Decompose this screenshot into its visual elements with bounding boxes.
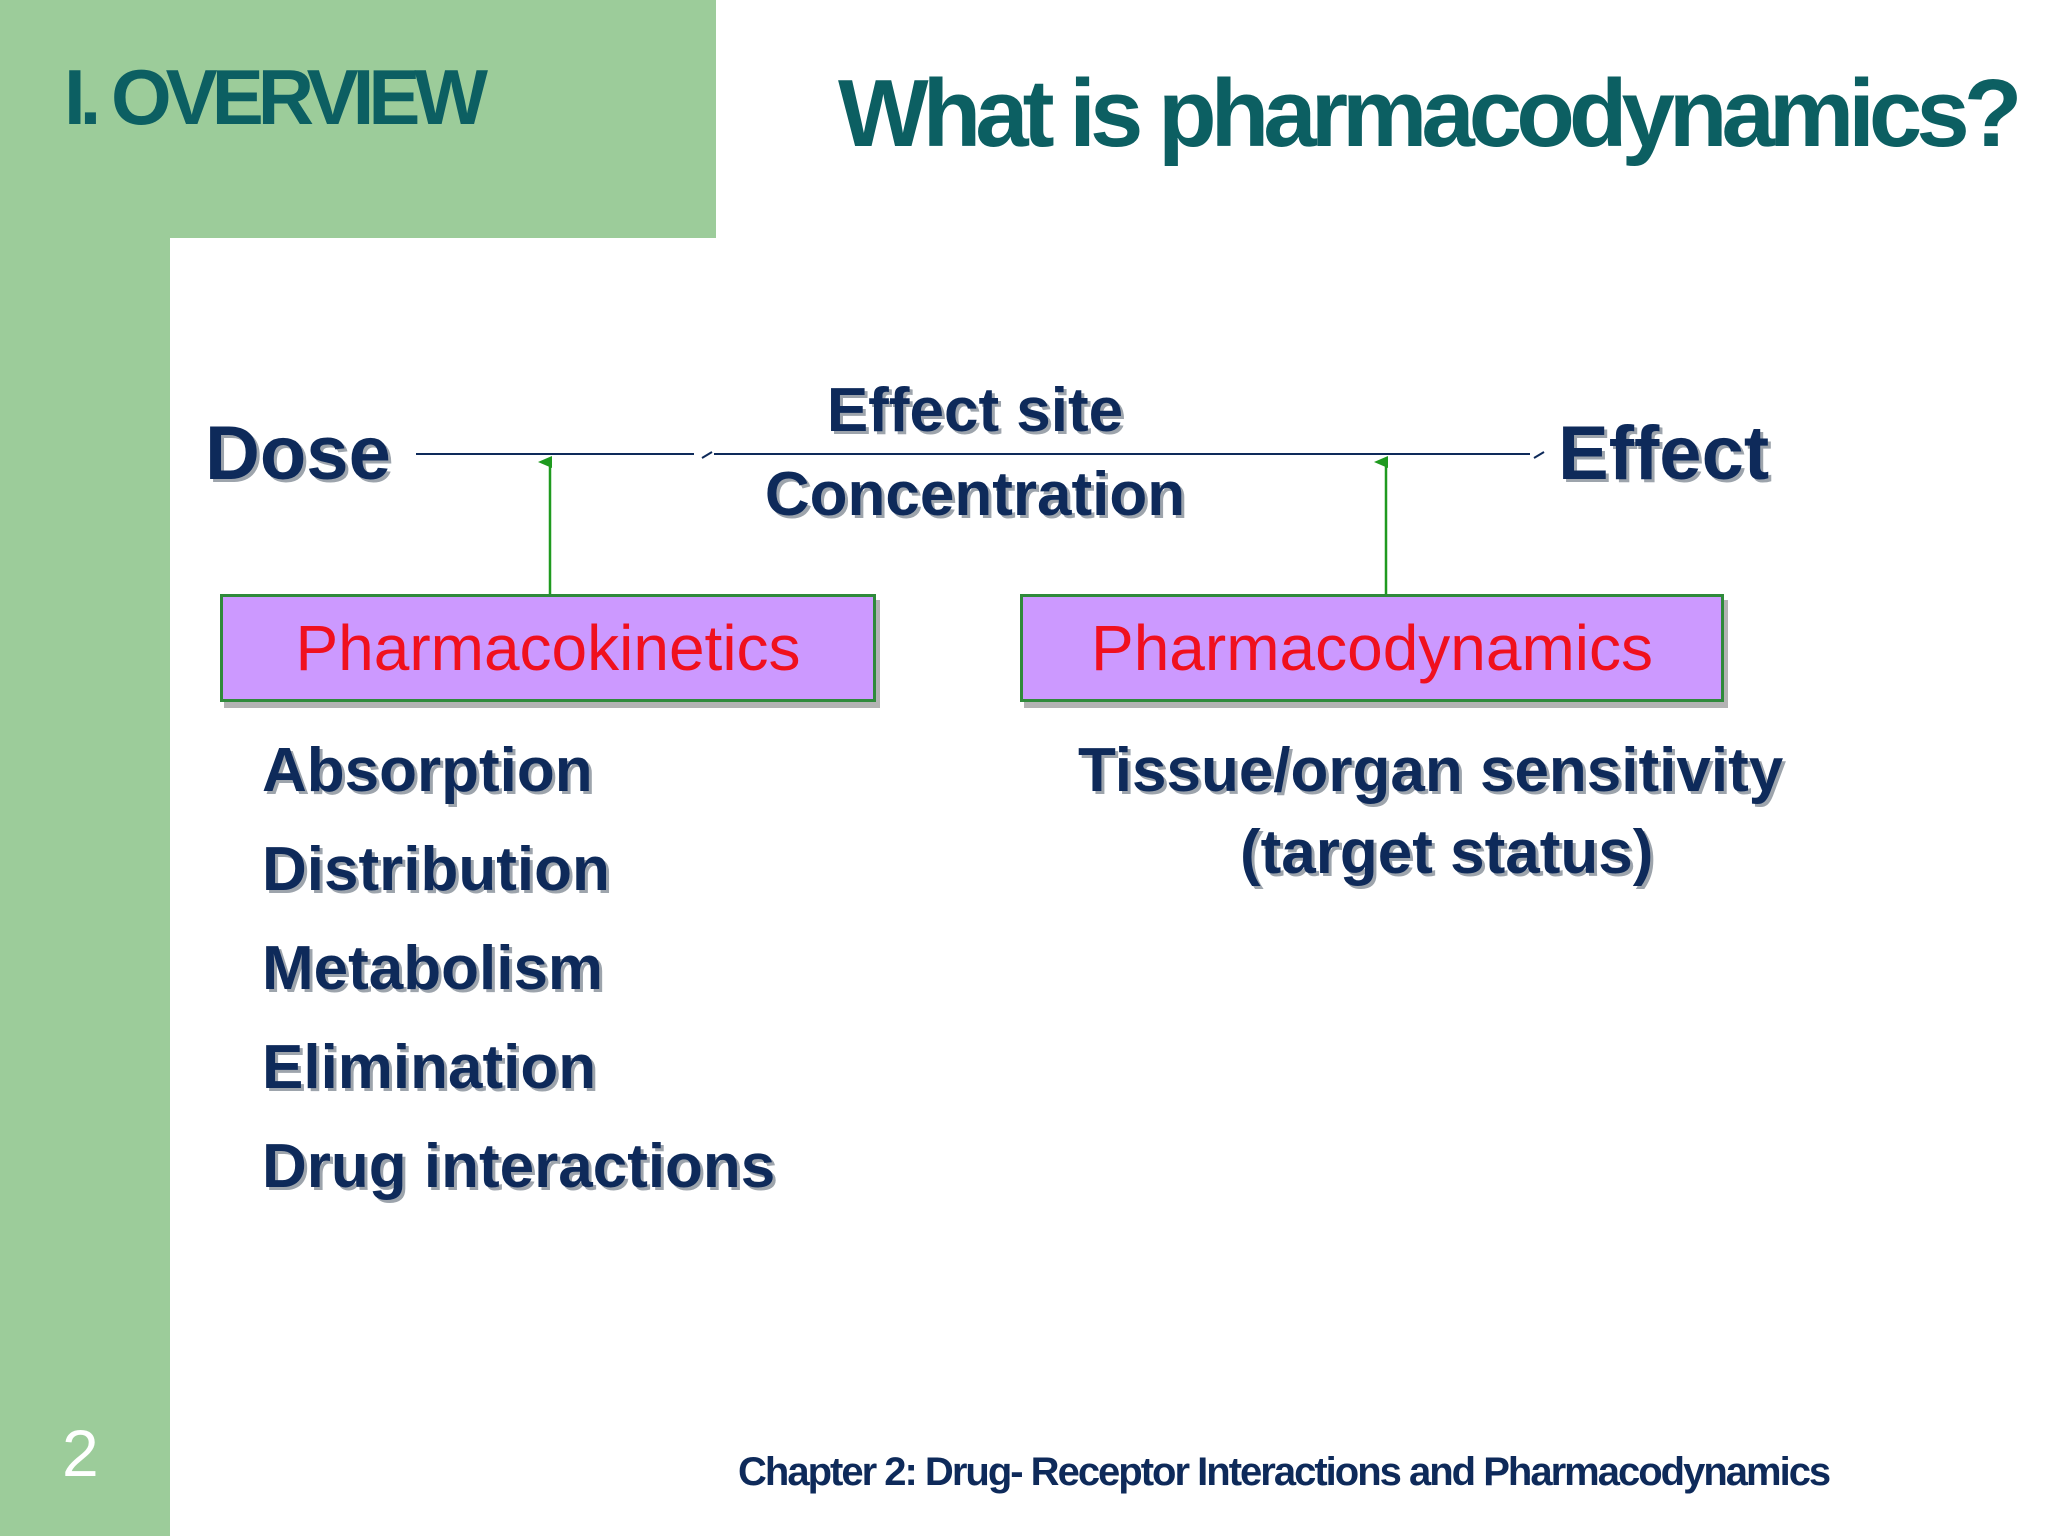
slide-title: What is pharmacodynamics? — [838, 60, 2022, 167]
green-side-band — [0, 0, 170, 1536]
effect-site-label: Effect site — [826, 376, 1124, 445]
list-item: Absorption — [262, 736, 593, 805]
page-number: 2 — [62, 1416, 99, 1490]
effect-label: Effect — [1558, 411, 1770, 496]
pharmacodynamics-box: Pharmacodynamics — [1020, 594, 1724, 702]
pharmacodynamics-description: Tissue/organ sensitivity — [1078, 736, 1784, 805]
pharmacokinetics-box: Pharmacokinetics — [220, 594, 876, 702]
section-title: I. OVERVIEW — [64, 53, 488, 141]
dose-arrow-tick — [701, 451, 713, 459]
effect-arrow-tick — [1533, 451, 1545, 459]
dose-label: Dose — [205, 411, 391, 496]
concentration-label: Concentration — [764, 460, 1186, 529]
pharmacokinetics-list: Absorption Distribution Metabolism Elimi… — [262, 738, 775, 1233]
list-item: Drug interactions — [262, 1132, 776, 1201]
list-item: Metabolism — [262, 934, 604, 1003]
list-item: Distribution — [262, 835, 610, 904]
chapter-footer: Chapter 2: Drug- Receptor Interactions a… — [738, 1450, 1831, 1494]
list-item: Elimination — [262, 1033, 597, 1102]
pharmacodynamics-description-sub: (target status) — [1240, 818, 1654, 887]
